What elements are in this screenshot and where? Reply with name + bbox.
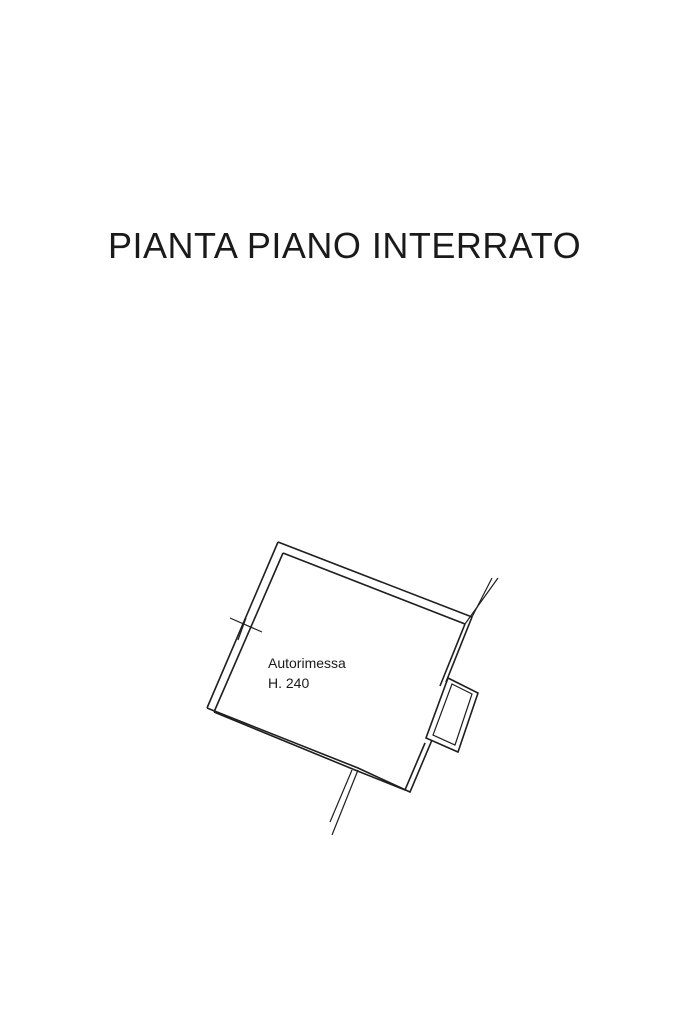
right-wall	[445, 616, 473, 683]
boundary-line-top	[464, 577, 499, 625]
wall-niche	[424, 676, 479, 754]
garage-outer-wall	[206, 541, 473, 794]
room-label: Autorimessa H. 240	[268, 653, 346, 693]
room-name: Autorimessa	[268, 655, 346, 671]
garage-inner-wall	[213, 552, 466, 792]
section-cut-mark	[229, 617, 263, 641]
page-title: PIANTA PIANO INTERRATO	[108, 225, 582, 266]
boundary-line-bottom	[329, 769, 359, 836]
room-height: H. 240	[268, 675, 310, 691]
